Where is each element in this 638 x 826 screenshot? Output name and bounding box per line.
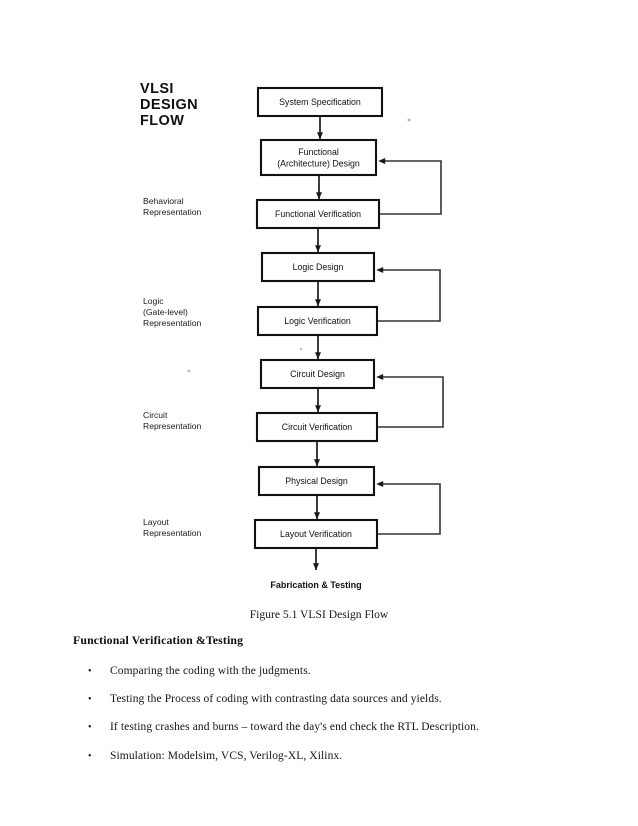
stage-label-3: Circuit bbox=[143, 410, 168, 420]
bullet-marker-icon: • bbox=[88, 666, 92, 677]
stage-label-1: Behavioral bbox=[143, 196, 184, 206]
bullet-item: • If testing crashes and burns – toward t… bbox=[88, 720, 578, 735]
bullet-marker-icon: • bbox=[88, 722, 92, 734]
bullet-item: • Testing the Process of coding with cont… bbox=[88, 692, 578, 707]
process-box-layout-verification bbox=[253, 518, 379, 550]
process-box-label-functional-verification: Functional Verification bbox=[275, 209, 361, 219]
process-box-label-logic-verification: Logic Verification bbox=[284, 316, 351, 326]
process-box-label-circuit-verification: Circuit Verification bbox=[282, 422, 353, 432]
process-box-circuit-design bbox=[259, 358, 376, 390]
process-box-label-layout-verification: Layout Verification bbox=[280, 529, 352, 539]
feedback-loop-functional bbox=[378, 158, 442, 215]
process-box-logic-verification bbox=[256, 305, 379, 337]
bullet-text: Simulation: Modelsim, VCS, Verilog-XL, X… bbox=[110, 749, 343, 762]
process-box-label-physical-design: Physical Design bbox=[285, 476, 348, 486]
process-box-system-specification bbox=[256, 86, 384, 118]
figure-title-line: VLSI bbox=[140, 81, 174, 97]
process-box-label-circuit-design: Circuit Design bbox=[290, 369, 345, 379]
scan-speck bbox=[187, 369, 191, 373]
terminal-label-fabrication-testing: Fabrication & Testing bbox=[270, 580, 361, 590]
process-box-label-system-specification: System Specification bbox=[279, 97, 361, 107]
feedback-loop-logic bbox=[376, 267, 441, 322]
stage-label-2: Representation bbox=[143, 318, 202, 328]
feedback-loop-circuit bbox=[376, 374, 444, 428]
feedback-loop-layout bbox=[376, 481, 441, 535]
feedback-loop-group bbox=[376, 158, 444, 535]
bullet-marker-icon: • bbox=[88, 750, 92, 762]
process-box-label-functional-architecture-design: (Architecture) Design bbox=[277, 159, 360, 169]
bullet-item: • Simulation: Modelsim, VCS, Verilog-XL, … bbox=[88, 749, 578, 764]
figure-caption: Figure 5.1 VLSI Design Flow bbox=[249, 608, 389, 621]
bullet-list: • Comparing the coding with the judgments… bbox=[88, 664, 578, 777]
section-heading: Functional Verification &Testing bbox=[73, 633, 244, 647]
stage-label-4: Representation bbox=[143, 528, 202, 538]
stage-label-4: Layout bbox=[143, 517, 169, 527]
process-box-circuit-verification bbox=[255, 411, 379, 443]
process-box-label-functional-architecture-design: Functional bbox=[298, 147, 339, 157]
bullet-text: Testing the Process of coding with contr… bbox=[110, 693, 442, 706]
terminal-node: Fabrication & Testing bbox=[270, 580, 361, 590]
bullet-item: • Comparing the coding with the judgments… bbox=[88, 664, 578, 679]
scan-speck bbox=[299, 347, 303, 351]
stage-label-3: Representation bbox=[143, 421, 202, 431]
bullet-text: Comparing the coding with the judgments. bbox=[110, 665, 311, 677]
process-box-logic-design bbox=[260, 251, 376, 283]
connector-arrow-group bbox=[313, 116, 323, 571]
figure-title-line: DESIGN bbox=[140, 97, 198, 113]
process-box-label-logic-design: Logic Design bbox=[293, 262, 344, 272]
process-box-physical-design bbox=[257, 465, 376, 497]
stage-label-2: Logic bbox=[143, 296, 164, 306]
bullet-text: If testing crashes and burns – toward th… bbox=[110, 721, 479, 734]
bullet-marker-icon: • bbox=[88, 694, 92, 706]
process-box-functional-architecture-design bbox=[259, 138, 378, 177]
stage-label-2: (Gate-level) bbox=[143, 307, 188, 317]
stage-label-group: BehavioralRepresentationLogic(Gate-level… bbox=[143, 196, 202, 538]
stage-label-1: Representation bbox=[143, 207, 202, 217]
scan-speck bbox=[407, 118, 411, 122]
process-box-functional-verification bbox=[255, 198, 381, 230]
figure-title-line: FLOW bbox=[140, 113, 184, 129]
